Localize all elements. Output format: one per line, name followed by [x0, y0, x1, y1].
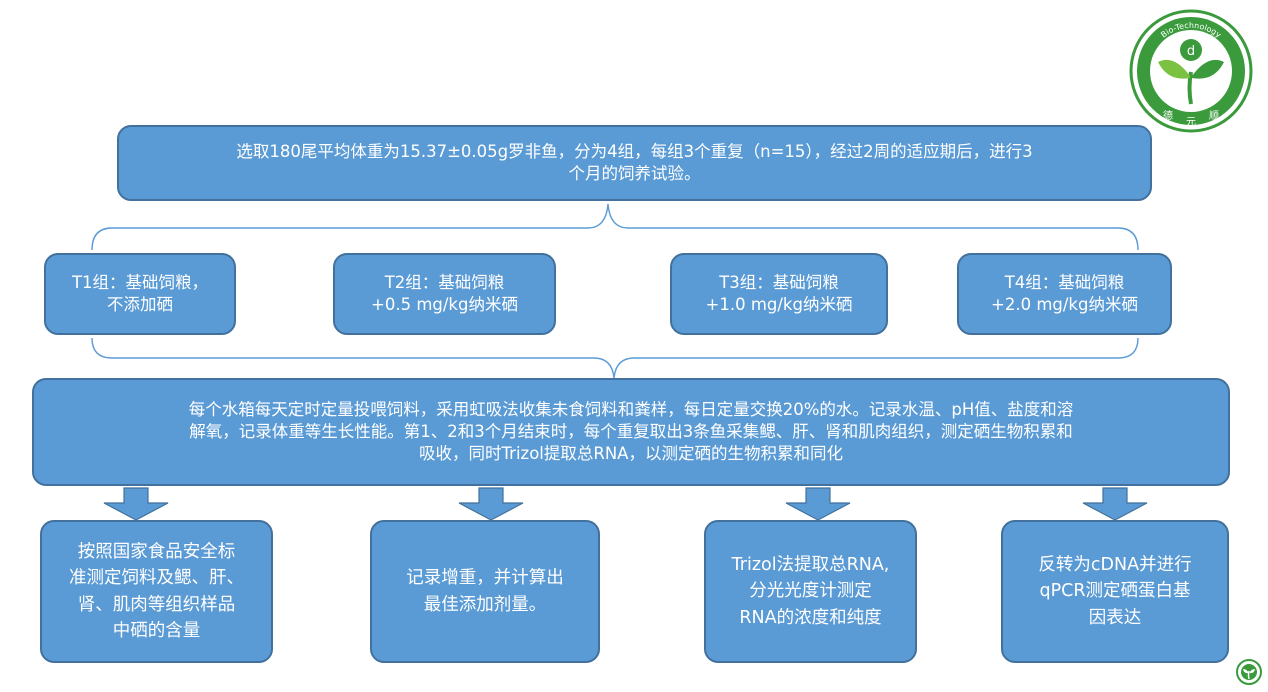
outcome-box-selenium-content: 按照国家食品安全标 准测定饲料及鳃、肝、 肾、肌肉等组织样品 中硒的含量: [40, 520, 273, 663]
outcome-box-rna-extraction: Trizol法提取总RNA, 分光光度计测定 RNA的浓度和纯度: [704, 520, 917, 663]
logo-letter: d: [1187, 44, 1195, 59]
top-description-box: 选取180尾平均体重为15.37±0.05g罗非鱼，分为4组，每组3个重复（n=…: [117, 125, 1152, 201]
outcome-text-1: 按照国家食品安全标 准测定饲料及鳃、肝、 肾、肌肉等组织样品 中硒的含量: [69, 542, 244, 641]
logo-char-2: 元: [1186, 117, 1196, 128]
mid-brace: [91, 337, 1139, 379]
logo-icon: Bio-Technology d 德 元 顺: [1129, 9, 1253, 133]
top-brace: [91, 203, 1139, 251]
outcome-text-2: 记录增重，并计算出 最佳添加剂量。: [406, 568, 564, 615]
down-arrow-icon: [785, 487, 851, 521]
down-arrow-icon: [103, 487, 169, 521]
group-box-t4: T4组：基础饲粮 +2.0 mg/kg纳米硒: [957, 253, 1172, 335]
outcome-text-3: Trizol法提取总RNA, 分光光度计测定 RNA的浓度和纯度: [731, 555, 890, 628]
procedure-box: 每个水箱每天定时定量投喂饲料，采用虹吸法收集未食饲料和粪样，每日定量交换20%的…: [32, 378, 1230, 486]
top-description-text: 选取180尾平均体重为15.37±0.05g罗非鱼，分为4组，每组3个重复（n=…: [236, 141, 1033, 183]
outcome-box-weight-gain: 记录增重，并计算出 最佳添加剂量。: [370, 520, 600, 663]
group-label-t3: T3组：基础饲粮 +1.0 mg/kg纳米硒: [705, 272, 853, 314]
outcome-box-qpcr: 反转为cDNA并进行 qPCR测定硒蛋白基 因表达: [1001, 520, 1229, 663]
logo-char-1: 德: [1163, 109, 1173, 122]
group-label-t2: T2组：基础饲粮 +0.5 mg/kg纳米硒: [371, 272, 518, 314]
down-arrow-icon: [1082, 487, 1148, 521]
procedure-text: 每个水箱每天定时定量投喂饲料，采用虹吸法收集未食饲料和粪样，每日定量交换20%的…: [188, 399, 1074, 464]
group-label-t4: T4组：基础饲粮 +2.0 mg/kg纳米硒: [991, 272, 1138, 314]
outcome-text-4: 反转为cDNA并进行 qPCR测定硒蛋白基 因表达: [1038, 555, 1192, 628]
corner-logo-icon: [1236, 659, 1262, 685]
group-label-t1: T1组：基础饲粮， 不添加硒: [71, 272, 209, 314]
group-box-t1: T1组：基础饲粮， 不添加硒: [44, 253, 236, 335]
down-arrow-icon: [458, 487, 524, 521]
logo-char-3: 顺: [1209, 110, 1219, 122]
group-box-t3: T3组：基础饲粮 +1.0 mg/kg纳米硒: [670, 253, 888, 335]
group-box-t2: T2组：基础饲粮 +0.5 mg/kg纳米硒: [333, 253, 556, 335]
